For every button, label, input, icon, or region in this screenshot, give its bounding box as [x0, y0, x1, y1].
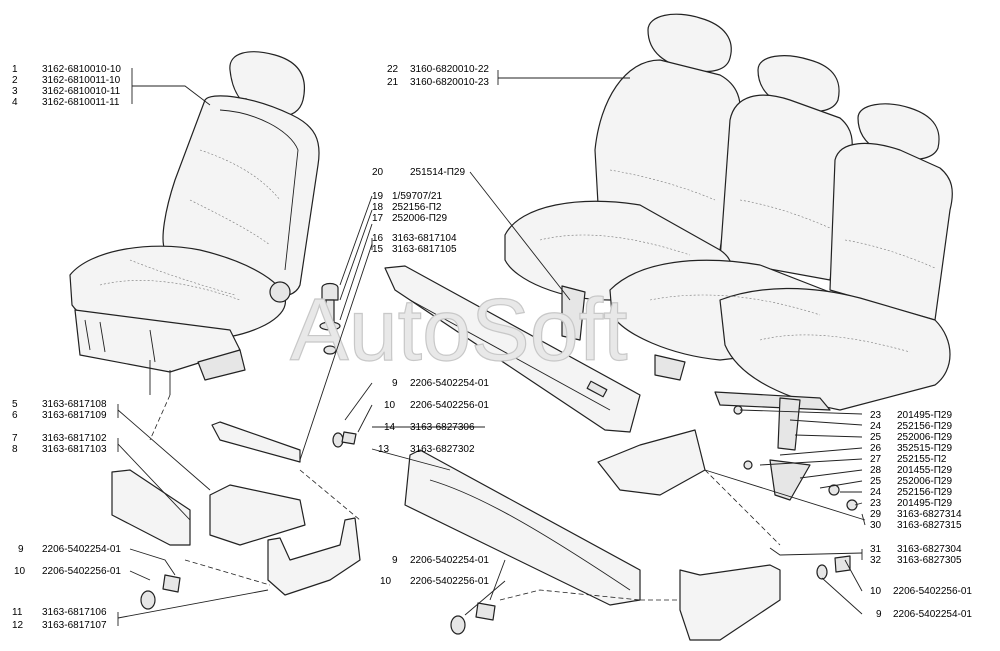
- svg-text:25: 25: [870, 476, 882, 487]
- svg-text:11: 11: [12, 607, 23, 618]
- svg-text:29: 29: [870, 509, 882, 520]
- callout-part-24a: 252156-П29: [897, 421, 952, 432]
- callout-part-27: 252155-П2: [897, 454, 947, 465]
- callout-part-9d: 2206-5402254-01: [893, 609, 972, 620]
- svg-text:10: 10: [380, 576, 392, 587]
- callout-part-28: 201455-П29: [897, 465, 952, 476]
- callout-part-10b: 2206-5402256-01: [42, 566, 121, 577]
- svg-text:17: 17: [372, 213, 384, 224]
- callout-part-11: 3163-6817106: [42, 607, 107, 618]
- svg-text:9: 9: [876, 609, 882, 620]
- svg-text:23: 23: [870, 410, 882, 421]
- callout-part-20: 251514-П29: [410, 167, 465, 178]
- svg-text:3: 3: [12, 86, 18, 97]
- callout-part-3: 3162-6810010-11: [42, 86, 121, 97]
- callout-part-6: 3163-6817109: [42, 410, 107, 421]
- leader-lines: [117, 68, 866, 626]
- callout-part-16: 3163-6817104: [392, 233, 457, 244]
- svg-text:16: 16: [372, 233, 384, 244]
- svg-text:4: 4: [12, 97, 18, 108]
- callout-part-26: 352515-П29: [897, 443, 952, 454]
- callout-part-10a: 2206-5402256-01: [410, 400, 489, 411]
- svg-text:1: 1: [12, 64, 18, 75]
- callout-part-25a: 252006-П29: [897, 432, 952, 443]
- callout-part-10c: 2206-5402256-01: [410, 576, 489, 587]
- svg-text:26: 26: [870, 443, 882, 454]
- callout-part-18: 252156-П2: [392, 202, 442, 213]
- callout-part-23b: 201495-П29: [897, 498, 952, 509]
- bolt-washer-set: [319, 282, 341, 355]
- callout-part-14: 3163-6827306: [410, 422, 475, 433]
- callout-part-22: 3160-6820010-22: [410, 64, 489, 75]
- assembly-dashed-lines: [149, 394, 781, 601]
- callout-part-19: 1/59707/21: [392, 191, 442, 202]
- svg-text:28: 28: [870, 465, 882, 476]
- side-cover-parts: [111, 421, 781, 641]
- svg-text:7: 7: [12, 433, 18, 444]
- callout-part-31: 3163-6827304: [897, 544, 962, 555]
- svg-text:13: 13: [378, 444, 390, 455]
- svg-text:10: 10: [870, 586, 882, 597]
- callout-part-29: 3163-6827314: [897, 509, 962, 520]
- callout-part-32: 3163-6827305: [897, 555, 962, 566]
- callout-part-15: 3163-6817105: [392, 244, 457, 255]
- callout-part-7: 3163-6817102: [42, 433, 107, 444]
- screw-washer-icons: [140, 431, 851, 635]
- callout-part-5: 3163-6817108: [42, 399, 107, 410]
- callout-part-9c: 2206-5402254-01: [410, 555, 489, 566]
- svg-text:23: 23: [870, 498, 882, 509]
- callout-part-13: 3163-6827302: [410, 444, 475, 455]
- callout-labels: 1 3162-6810010-10 2 3162-6810011-10 3 3162-…: [12, 64, 972, 631]
- svg-text:10: 10: [14, 566, 26, 577]
- svg-text:6: 6: [12, 410, 18, 421]
- svg-text:10: 10: [384, 400, 396, 411]
- svg-text:9: 9: [392, 555, 398, 566]
- callout-part-9a: 2206-5402254-01: [410, 378, 489, 389]
- callout-part-4: 3162-6810011-11: [42, 97, 120, 108]
- svg-text:25: 25: [870, 432, 882, 443]
- svg-text:24: 24: [870, 487, 882, 498]
- svg-text:15: 15: [372, 244, 384, 255]
- svg-text:18: 18: [372, 202, 384, 213]
- svg-text:21: 21: [387, 77, 399, 88]
- svg-text:27: 27: [870, 454, 882, 465]
- svg-text:5: 5: [12, 399, 18, 410]
- callout-part-1: 3162-6810010-10: [42, 64, 121, 75]
- callout-part-10d: 2206-5402256-01: [893, 586, 972, 597]
- callout-part-21: 3160-6820010-23: [410, 77, 489, 88]
- callout-part-12: 3163-6817107: [42, 620, 107, 631]
- svg-text:30: 30: [870, 520, 882, 531]
- rear-bench-seat-assembly: [504, 13, 953, 511]
- callout-part-9b: 2206-5402254-01: [42, 544, 121, 555]
- svg-text:12: 12: [12, 620, 24, 631]
- front-seat-assembly: [69, 51, 320, 395]
- svg-text:14: 14: [384, 422, 396, 433]
- svg-text:8: 8: [12, 444, 18, 455]
- svg-text:19: 19: [372, 191, 384, 202]
- svg-text:20: 20: [372, 167, 384, 178]
- svg-text:9: 9: [18, 544, 24, 555]
- watermark-text: AutoSoft: [290, 280, 628, 379]
- callout-part-8: 3163-6817103: [42, 444, 107, 455]
- callout-part-2: 3162-6810011-10: [42, 75, 121, 86]
- callout-part-24b: 252156-П29: [897, 487, 952, 498]
- svg-text:22: 22: [387, 64, 399, 75]
- callout-part-23a: 201495-П29: [897, 410, 952, 421]
- svg-text:31: 31: [870, 544, 882, 555]
- callout-part-17: 252006-П29: [392, 213, 447, 224]
- callout-part-25b: 252006-П29: [897, 476, 952, 487]
- svg-text:2: 2: [12, 75, 18, 86]
- bench-rail-panel-14: [384, 265, 641, 433]
- svg-text:9: 9: [392, 378, 398, 389]
- svg-text:32: 32: [870, 555, 882, 566]
- svg-text:24: 24: [870, 421, 882, 432]
- callout-part-30: 3163-6827315: [897, 520, 962, 531]
